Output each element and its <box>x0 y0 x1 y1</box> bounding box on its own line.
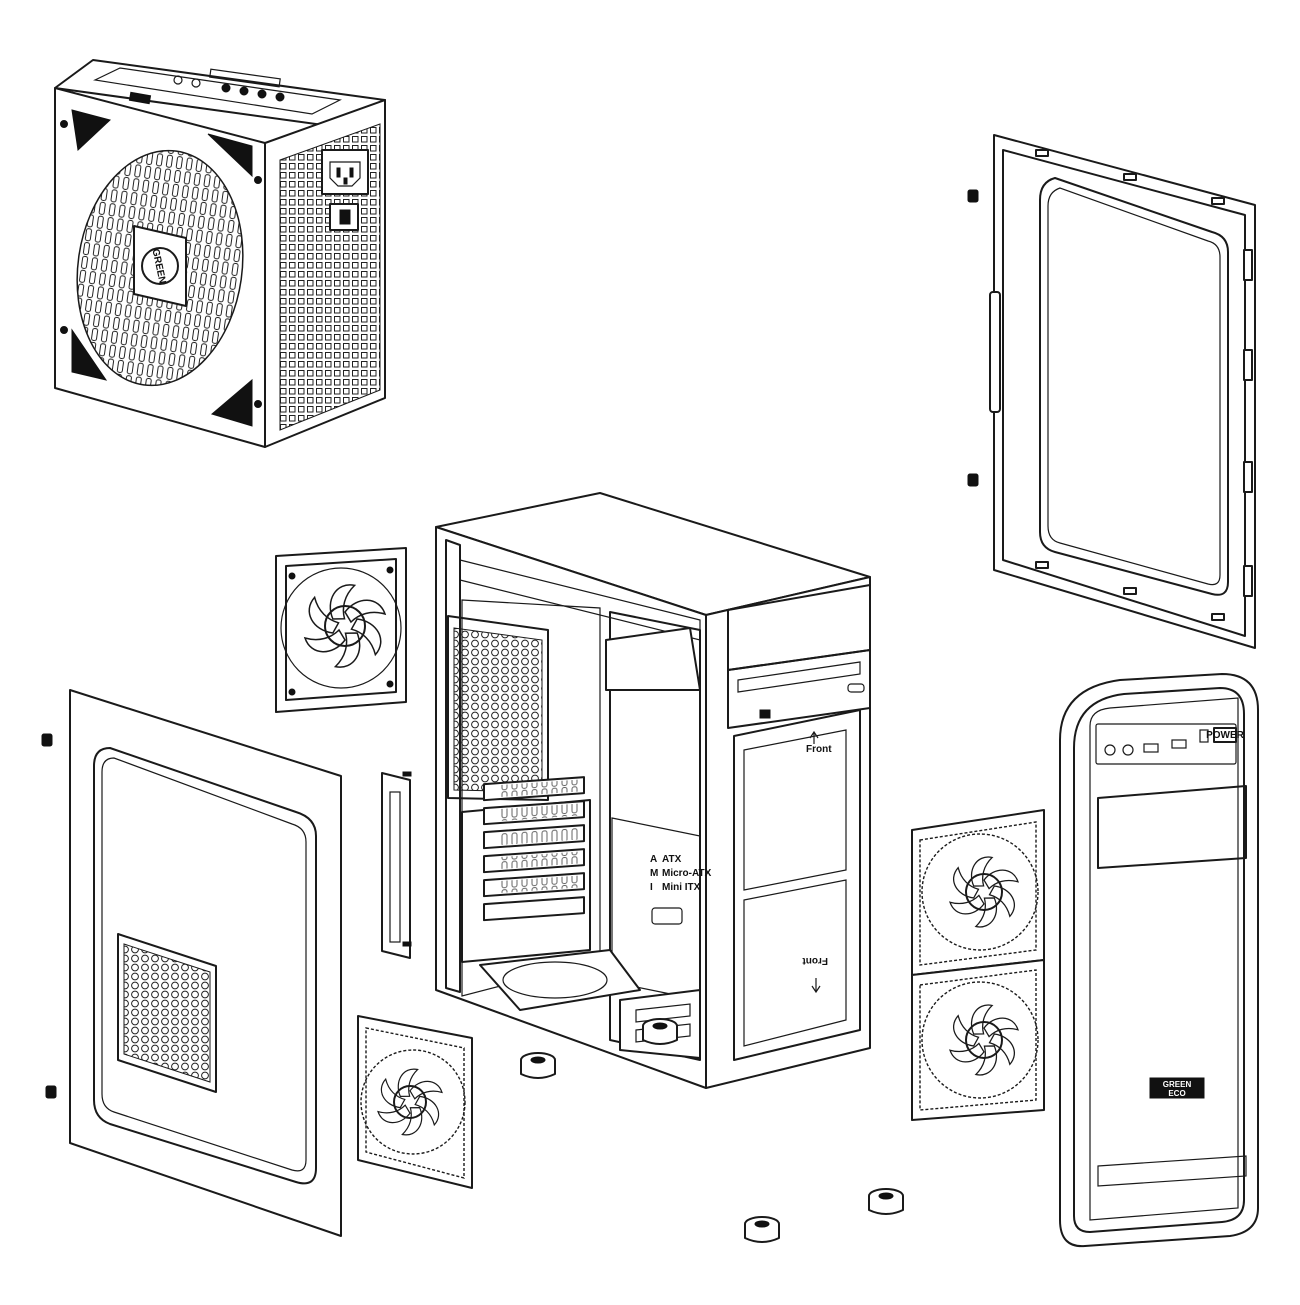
chassis-rear-vent <box>447 615 549 801</box>
power-button <box>1213 727 1237 743</box>
psu-corner-pad <box>207 133 253 178</box>
svg-text:I: I <box>650 882 653 893</box>
expansion-slots <box>461 776 591 963</box>
psu-corner-pad <box>71 328 108 381</box>
case-foot <box>744 1216 780 1243</box>
left-side-panel <box>69 689 342 1237</box>
reset-button <box>1199 729 1209 743</box>
bottom-fan <box>357 1015 473 1189</box>
svg-text:ATX: ATX <box>662 854 682 865</box>
front-bezel: POWER GREEN ECO <box>1059 673 1259 1248</box>
front-fan-top <box>911 809 1045 976</box>
svg-text:Micro-ATX: Micro-ATX <box>662 868 712 879</box>
case-foot <box>520 1052 556 1079</box>
front-badge: GREEN ECO <box>1149 1077 1205 1099</box>
svg-text:ECO: ECO <box>1168 1089 1185 1098</box>
screw-icon <box>254 400 262 408</box>
case-foot <box>642 1018 678 1045</box>
usb-port-icon <box>1171 739 1187 749</box>
psu-corner-pad <box>71 109 112 152</box>
usb-port-icon <box>1143 743 1159 753</box>
screw-icon <box>254 176 262 184</box>
odd-bay-cover <box>1097 785 1247 869</box>
right-side-panel <box>989 134 1256 649</box>
psu-side-vent <box>279 123 381 431</box>
svg-text:A: A <box>650 854 657 865</box>
psu-corner-pad <box>210 378 253 427</box>
power-supply-unit: GREEN <box>54 59 386 448</box>
thumb-screw-icon <box>967 189 979 487</box>
audio-jack-icon <box>1104 744 1116 756</box>
psu-brand-badge: GREEN <box>133 225 187 307</box>
screw-icon <box>60 326 68 334</box>
screw-icon <box>60 120 68 128</box>
front-cage: Front Front <box>733 709 861 1061</box>
front-io-panel: POWER <box>1095 723 1245 765</box>
svg-text:Mini ITX: Mini ITX <box>662 882 701 893</box>
svg-text:M: M <box>650 868 658 879</box>
thumb-screw-icon <box>41 733 57 1099</box>
psu-ac-inlet <box>321 149 369 195</box>
side-panel-vent <box>117 933 217 1093</box>
psu-power-switch <box>329 203 359 231</box>
svg-text:POWER: POWER <box>1206 730 1245 741</box>
svg-text:Front: Front <box>806 744 832 755</box>
svg-text:Front: Front <box>802 955 828 966</box>
case-foot <box>868 1188 904 1215</box>
pci-slot-bracket <box>381 771 412 959</box>
svg-text:GREEN: GREEN <box>1163 1080 1192 1089</box>
optical-drive-bay <box>605 584 871 729</box>
front-fan-bottom <box>911 959 1045 1121</box>
rear-fan <box>275 547 407 713</box>
psu-top-leds <box>128 68 285 105</box>
audio-jack-icon <box>1122 744 1134 756</box>
